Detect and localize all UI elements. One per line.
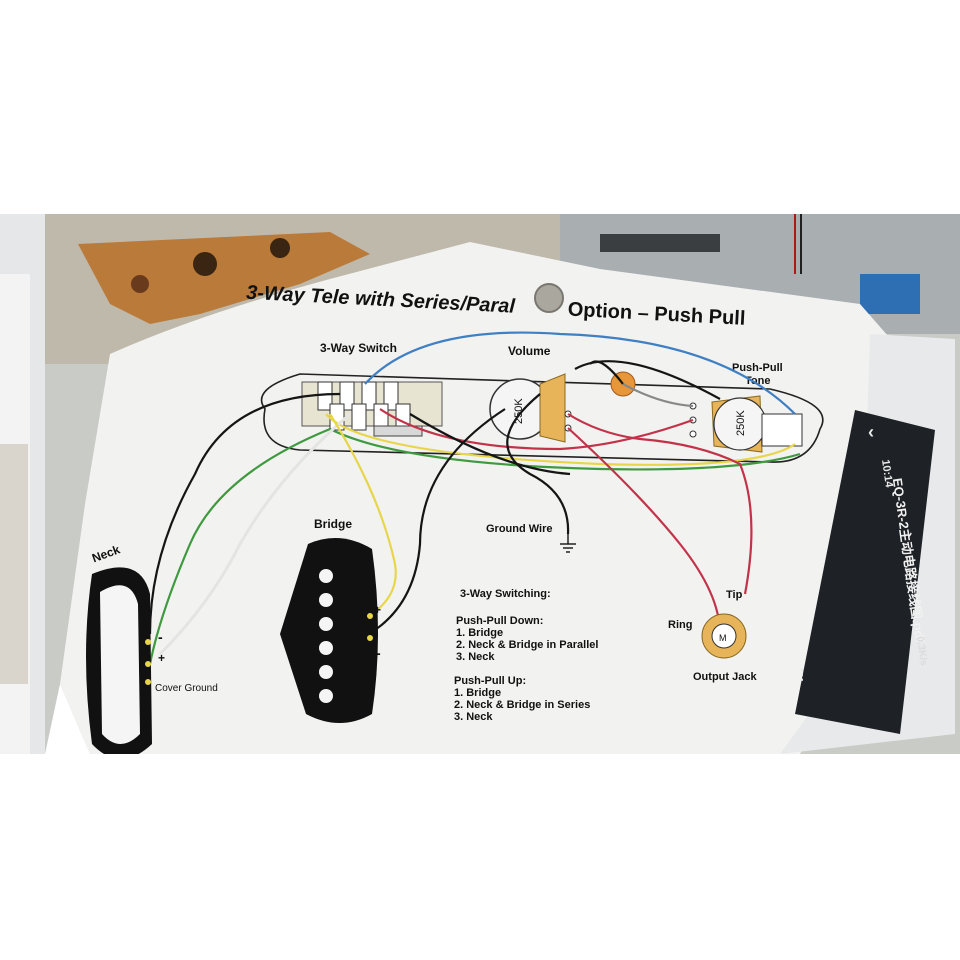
pickguard-pot (270, 238, 290, 258)
pickguard (78, 232, 370, 324)
background-tool (600, 234, 720, 252)
control-plate (260, 373, 824, 463)
three-way-switch (301, 381, 443, 437)
tone-value: 250K (735, 410, 747, 436)
photo-edge (45, 684, 150, 754)
neck-pickup (86, 567, 152, 754)
photo-scene: ‹ 10:14 EQ-3R-2主动电路接线图.pdf 0.3K/s ⋮ 3-Wa… (0, 214, 960, 754)
push-down-heading: Push-Pull Down: (456, 615, 543, 627)
background-blue-box (860, 274, 920, 314)
pickguard-switch (131, 275, 149, 293)
tone-label-line2: Tone (745, 375, 770, 387)
volume-label: Volume (508, 344, 551, 358)
wiring (148, 331, 801, 665)
tip-label: Tip (726, 589, 743, 601)
more-icon[interactable]: ⋮ (795, 666, 809, 682)
push-up-item: 1. Bridge (454, 687, 501, 699)
tone-label-line1: Push-Pull (732, 362, 783, 374)
switching-heading: 3-Way Switching: (460, 588, 551, 600)
bridge-pickup (280, 538, 378, 723)
bridge-label: Bridge (314, 517, 352, 531)
photo: ‹ 10:14 EQ-3R-2主动电路接线图.pdf 0.3K/s ⋮ 3-Wa… (0, 214, 960, 754)
phone-speed: 0.3K/s (914, 636, 929, 667)
jack-center-label: M (719, 633, 727, 643)
push-up-item: 2. Neck & Bridge in Series (454, 699, 590, 711)
pickguard-pot (193, 252, 217, 276)
bridge-plus: + (374, 603, 381, 617)
push-up-heading: Push-Pull Up: (454, 675, 526, 687)
diagram-paper (60, 242, 895, 754)
back-icon[interactable]: ‹ (868, 422, 874, 442)
output-jack-label: Output Jack (693, 671, 757, 683)
phone-screen: ‹ 10:14 EQ-3R-2主动电路接线图.pdf 0.3K/s ⋮ (795, 410, 935, 734)
switch-label: 3-Way Switch (320, 341, 397, 355)
output-jack: M (701, 613, 747, 659)
push-down-item: 1. Bridge (456, 627, 503, 639)
neck-minus: - (158, 629, 163, 645)
ground-icon (560, 534, 576, 553)
push-down-item: 2. Neck & Bridge in Parallel (456, 639, 598, 651)
ring-label: Ring (668, 619, 692, 631)
ground-wire-label: Ground Wire (486, 523, 553, 535)
cover-ground-label: Cover Ground (155, 683, 218, 694)
push-down-item: 3. Neck (456, 651, 495, 663)
push-up-item: 3. Neck (454, 711, 493, 723)
background-left-photo (0, 444, 28, 684)
bridge-minus: - (376, 645, 381, 661)
screw-icon (534, 283, 564, 313)
volume-pot: 250K (489, 373, 572, 443)
neck-plus: + (158, 651, 165, 665)
tone-pot: 250K (689, 395, 803, 453)
phone-time: 10:14 (879, 459, 895, 489)
